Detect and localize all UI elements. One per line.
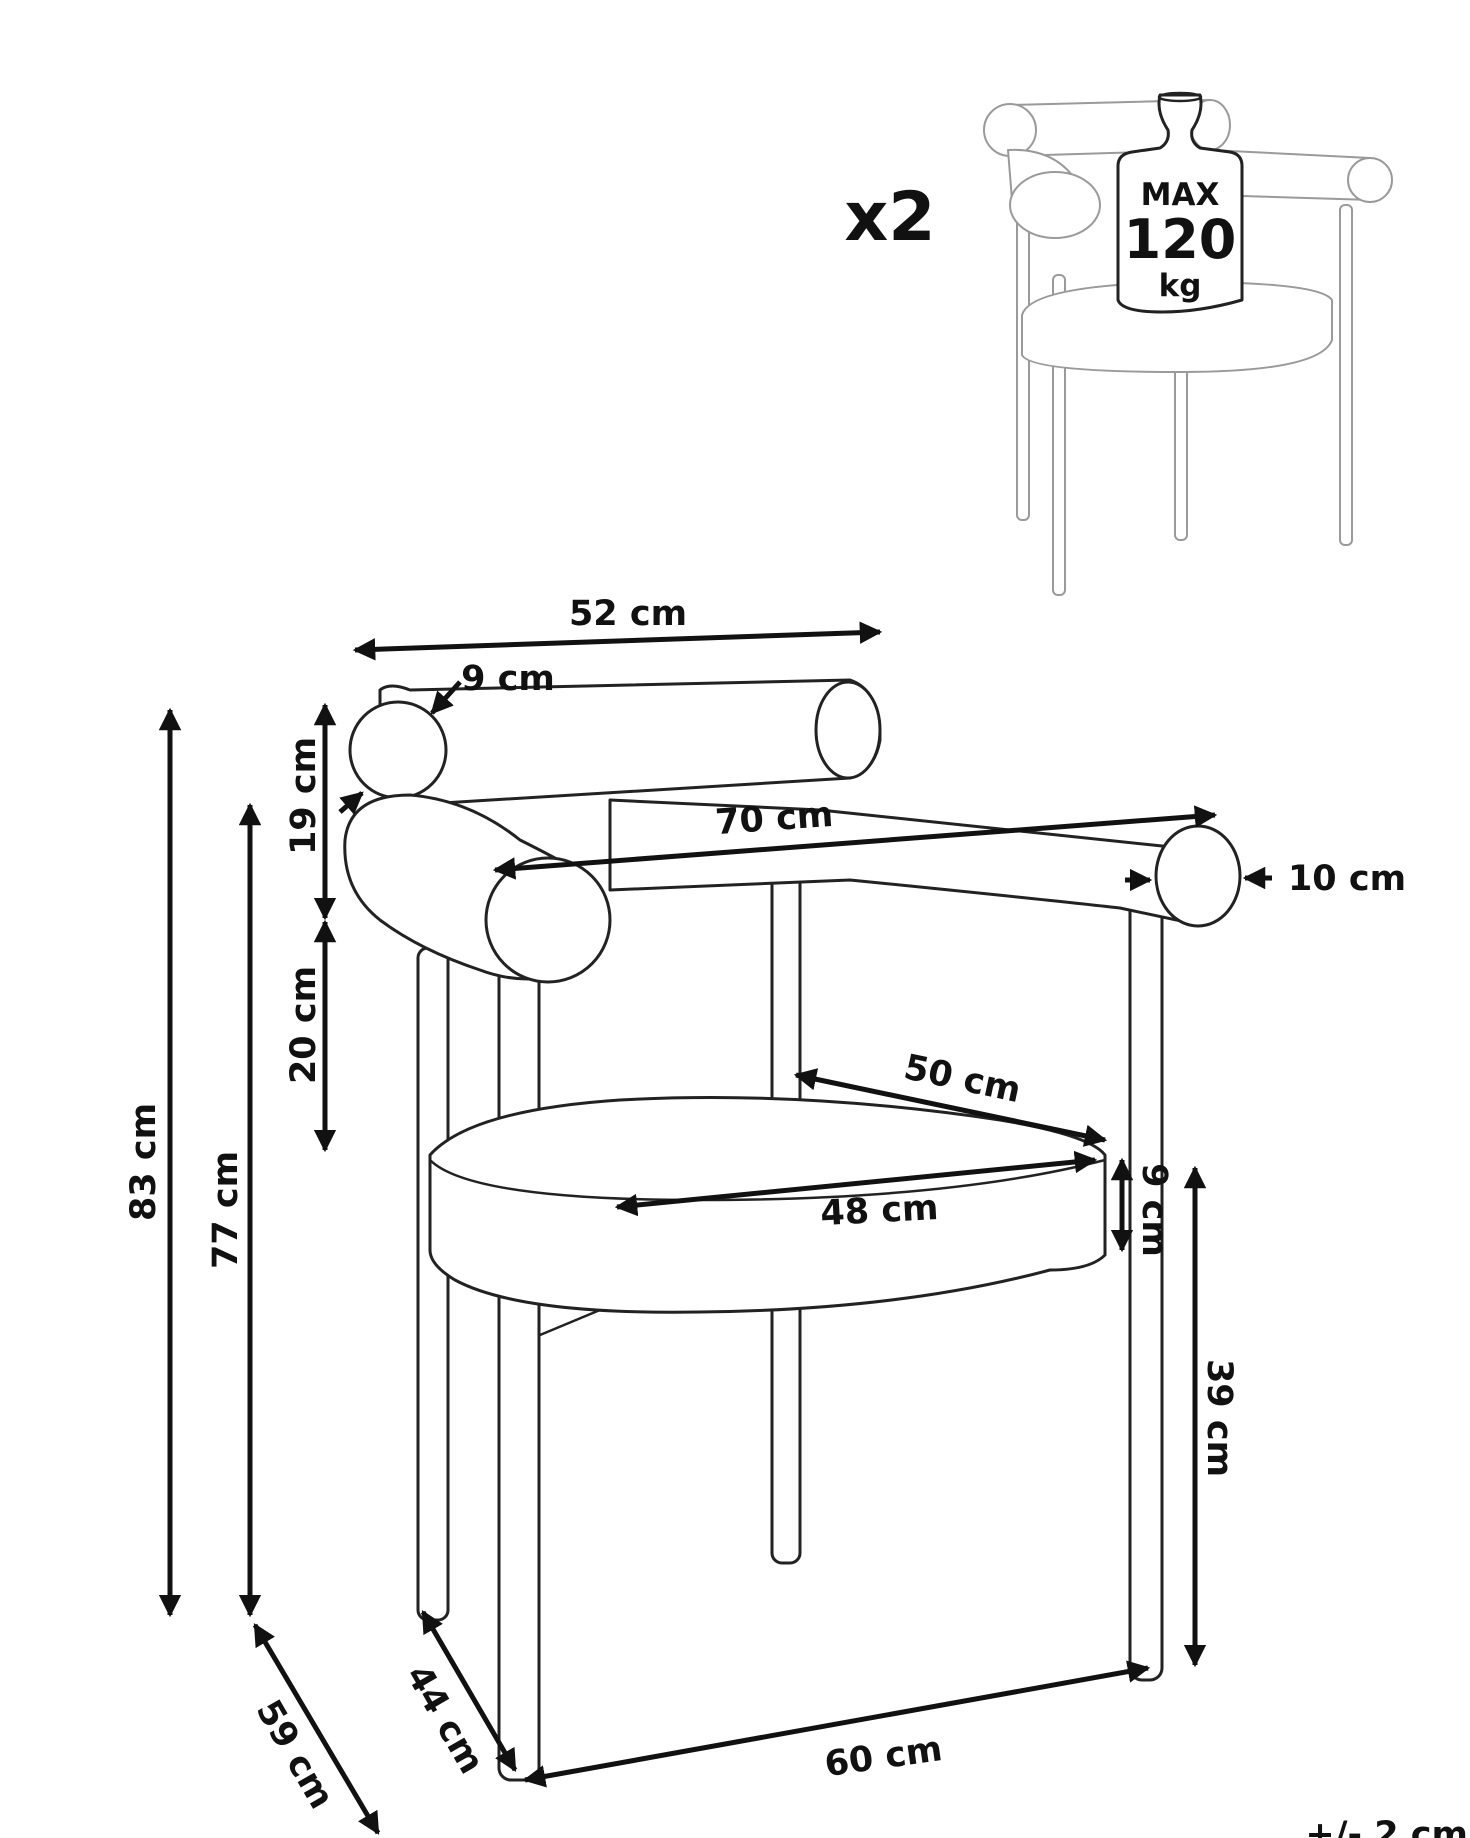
quantity-label: x2 [844, 178, 935, 257]
label-arm-to-seat: 20 cm [284, 966, 324, 1084]
label-backrest-height: 19 cm [284, 737, 324, 855]
dim-line-seat-width [614, 1150, 1098, 1217]
max-load-value: 120 [1124, 208, 1237, 271]
label-seat-width: 48 cm [819, 1188, 939, 1234]
label-armrest-diameter: 9 cm [461, 659, 555, 699]
dim-line-armrest-length [492, 805, 1218, 880]
label-depth: 59 cm [248, 1693, 342, 1815]
max-load-unit: kg [1159, 268, 1202, 304]
label-armrest-width: 10 cm [1288, 859, 1406, 899]
dim-line-total-width [522, 1660, 1151, 1788]
label-leg-depth: 44 cm [398, 1658, 492, 1780]
label-width-top: 52 cm [569, 594, 687, 634]
dim-line-armrest-diameter [430, 680, 462, 715]
label-total-height: 83 cm [124, 1103, 164, 1221]
label-total-width: 60 cm [822, 1729, 945, 1785]
dim-line-width-top [352, 621, 883, 661]
label-armrest-height: 77 cm [206, 1151, 246, 1269]
max-label: MAX [1141, 177, 1220, 213]
dim-line-leg-depth [420, 1610, 518, 1772]
label-armrest-length: 70 cm [714, 795, 835, 843]
dim-line-armrest-diameter-2 [338, 791, 364, 815]
tolerance-label: +/- 2 cm [1305, 1815, 1468, 1838]
label-seat-thickness: 9 cm [1134, 1163, 1174, 1257]
weight-icon: MAX 120 kg [1116, 91, 1244, 314]
label-seat-height: 39 cm [1199, 1359, 1239, 1477]
dim-line-depth [252, 1623, 381, 1835]
load-chair-icon [983, 99, 1393, 596]
dim-line-seat-depth [793, 1068, 1108, 1147]
dimension-lines [158, 621, 1272, 1835]
